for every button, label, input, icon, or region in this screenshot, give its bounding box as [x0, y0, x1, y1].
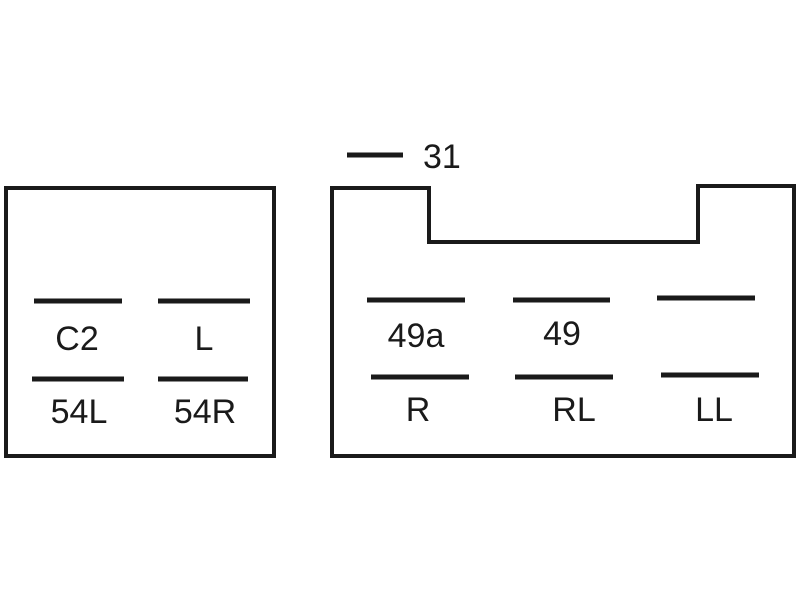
left-connector: C2 L 54L 54R: [4, 186, 276, 458]
ground-legend-label: 31: [423, 138, 461, 176]
pin-ll-label: LL: [695, 391, 733, 429]
right-connector-outline: [330, 184, 796, 458]
right-connector: 49a 49 R RL LL: [330, 184, 796, 458]
pin-54l-label: 54L: [51, 393, 108, 431]
pin-49-label: 49: [543, 315, 581, 353]
pin-r-label: R: [406, 391, 431, 429]
left-connector-outline: [4, 186, 276, 458]
pin-54r-label: 54R: [174, 393, 236, 431]
pin-c2-label: C2: [55, 320, 98, 358]
pin-49a-label: 49a: [388, 317, 445, 355]
pin-l-label: L: [195, 320, 214, 358]
pin-rl-label: RL: [552, 391, 595, 429]
